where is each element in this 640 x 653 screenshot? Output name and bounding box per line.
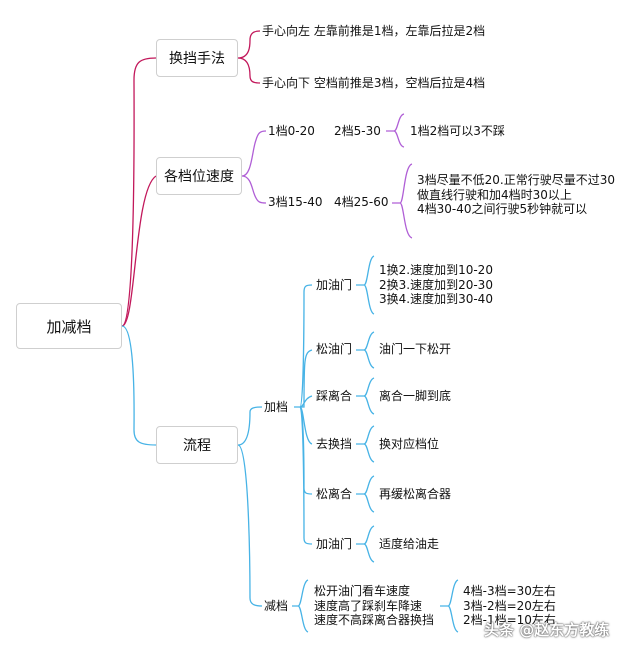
detail-line: 1换2.速度加到10-20: [379, 263, 493, 277]
gear-speed-row1-note: 1档2档可以3不踩: [410, 124, 505, 138]
root-node[interactable]: 加减档: [16, 303, 122, 349]
accelerate-step-1: 加油门: [316, 278, 353, 292]
connector-step6-detail: [356, 525, 375, 563]
connector-root-shift: [121, 57, 157, 327]
accelerate-label: 加档: [264, 400, 289, 414]
accelerate-step-5-detail: 再缓松离合器: [379, 487, 452, 501]
connector-step5-detail: [356, 475, 375, 513]
connector-decelerate-detail: [440, 579, 459, 633]
decelerate-detail-line: 4档-3档=30左右: [463, 584, 556, 598]
gear-speed-row1-b: 2档5-30: [334, 124, 381, 138]
connector-step4-detail: [356, 425, 375, 463]
connector-root-process: [121, 325, 157, 446]
accelerate-step-6-detail: 适度给油走: [379, 537, 440, 551]
connector-row2-note: [392, 163, 413, 239]
decelerate-steps: 松开油门看车速度 速度高了踩刹车降速 速度不高踩离合器换挡: [314, 584, 434, 628]
gear-speed-row2-note: 3档尽量不低20.正常行驶尽量不过30 做直线行驶和加4档时30以上 4档30-…: [417, 173, 615, 217]
decelerate-step: 松开油门看车速度: [314, 584, 411, 598]
decelerate-detail-line: 3档-2档=20左右: [463, 598, 556, 613]
connector-decelerate-steps: [292, 579, 309, 633]
accelerate-step-4-detail: 换对应档位: [379, 437, 440, 451]
accelerate-step-4: 去换挡: [316, 437, 353, 451]
connector-process-sub: [237, 406, 263, 607]
connector-step3-detail: [356, 377, 375, 415]
accelerate-step-3: 踩离合: [316, 389, 353, 403]
connector-row1-note: [386, 113, 405, 148]
accelerate-step-2: 松油门: [316, 342, 353, 356]
connector-step1-detail: [356, 255, 375, 315]
connector-speed-rows: [241, 130, 267, 204]
gear-speed-note-line: 4档30-40之间行驶5秒钟就可以: [417, 202, 588, 216]
accelerate-step-1-detail: 1换2.速度加到10-20 2换3.速度加到20-30 3换4.速度加到30-4…: [379, 263, 493, 307]
decelerate-step: 速度不高踩离合器换挡: [314, 613, 435, 627]
watermark: 头条 @赵东方教练: [484, 621, 610, 639]
decelerate-label: 减档: [264, 599, 289, 613]
connector-accelerate-steps: [294, 284, 313, 545]
gear-speed-note-line: 做直线行驶和加4档时30以上: [417, 187, 572, 202]
connector-step2-detail: [356, 331, 375, 369]
accelerate-step-5: 松离合: [316, 487, 353, 501]
branch-process[interactable]: 流程: [156, 426, 238, 464]
branch-gear-speed[interactable]: 各档位速度: [156, 157, 242, 195]
decelerate-detail: 4档-3档=30左右 3档-2档=20左右 2档-1档=10左右: [463, 584, 556, 628]
gear-speed-note-line: 3档尽量不低20.正常行驶尽量不过30: [417, 173, 615, 187]
shift-method-item-left: 手心向左 左靠前推是1档，左靠后拉是2档: [262, 24, 486, 38]
decelerate-detail-line: 2档-1档=10左右: [463, 613, 556, 627]
detail-line: 2换3.速度加到20-30: [379, 277, 493, 292]
detail-line: 3换4.速度加到30-40: [379, 292, 493, 306]
gear-speed-row1-a: 1档0-20: [268, 124, 315, 138]
accelerate-step-3-detail: 离合一脚到底: [379, 389, 452, 403]
connector-root-speed: [121, 175, 157, 327]
accelerate-step-2-detail: 油门一下松开: [379, 342, 452, 356]
gear-speed-row2-a: 3档15-40: [268, 195, 323, 209]
accelerate-step-6: 加油门: [316, 537, 353, 551]
decelerate-step: 速度高了踩刹车降速: [314, 598, 423, 613]
gear-speed-row2-b: 4档25-60: [334, 195, 389, 209]
shift-method-item-down: 手心向下 空档前推是3档，空档后拉是4档: [262, 76, 486, 90]
branch-shift-method[interactable]: 换挡手法: [156, 39, 238, 77]
connector-shift-items: [237, 30, 261, 84]
